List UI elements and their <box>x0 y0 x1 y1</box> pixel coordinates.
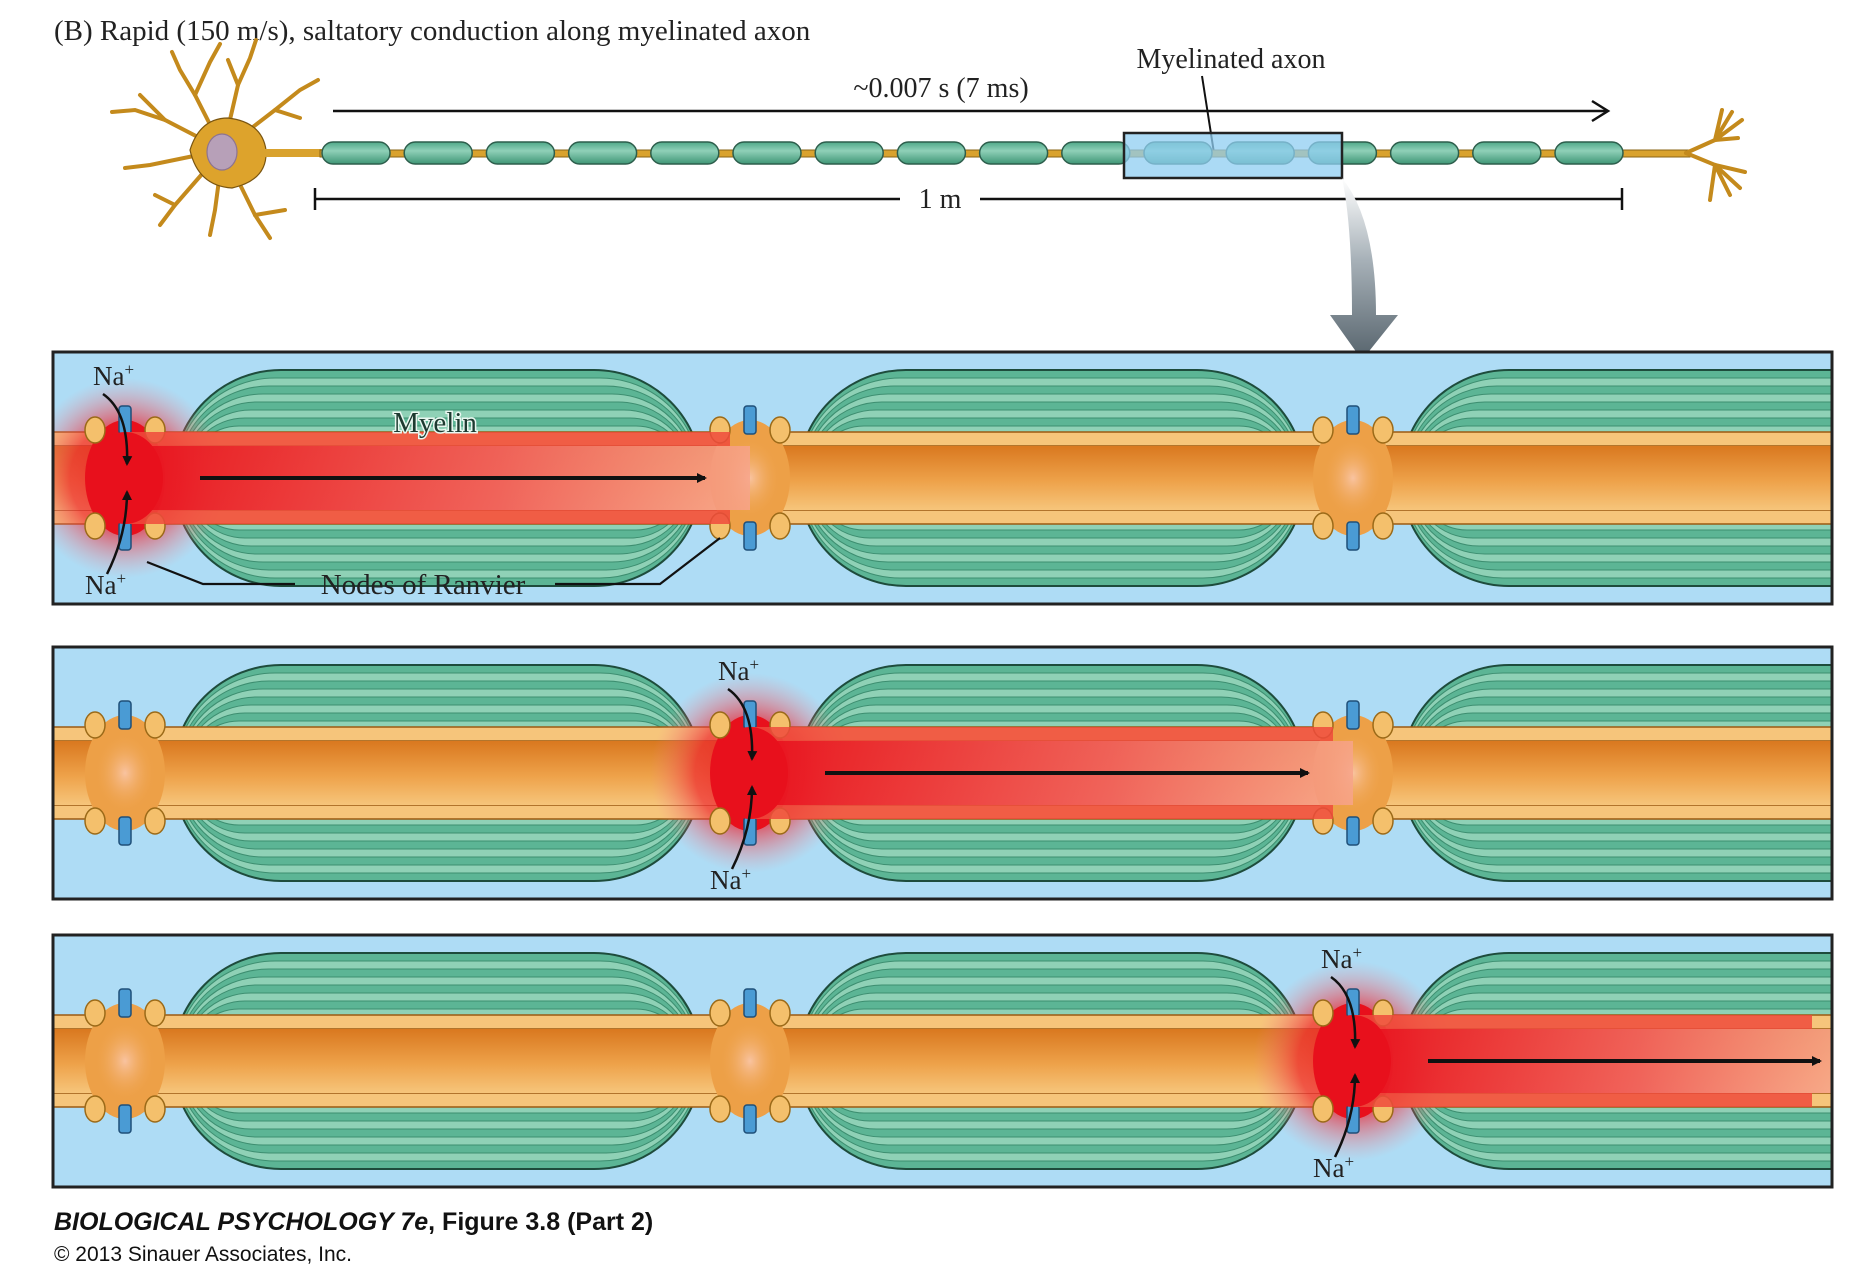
distance-scale-bar <box>313 188 1624 210</box>
na-influx-arrow-bottom <box>1333 1073 1360 1158</box>
distance-label: 1 m <box>919 184 962 215</box>
na-influx-arrow-top <box>1330 975 1361 1049</box>
node-of-ranvier <box>84 988 166 1134</box>
myelin-segment <box>732 141 802 165</box>
membrane-protein <box>1372 512 1394 540</box>
sodium-channel <box>118 816 132 846</box>
myelin-segment <box>1389 141 1460 165</box>
sodium-channel <box>743 405 757 435</box>
membrane-protein <box>1372 416 1394 444</box>
myelin-segment <box>485 141 556 165</box>
na-influx-arrow-top <box>727 687 758 761</box>
membrane-protein <box>144 1095 166 1123</box>
figure-heading: (B) Rapid (150 m/s), saltatory conductio… <box>54 15 811 47</box>
membrane-protein <box>144 807 166 835</box>
zoom-in-arrow <box>1330 178 1398 360</box>
sodium-channel <box>743 988 757 1018</box>
nucleus <box>206 133 238 171</box>
membrane-protein <box>709 807 731 835</box>
axon-terminal <box>1684 108 1747 202</box>
membrane-protein <box>84 807 106 835</box>
panel-3: Na+Na+ <box>51 933 1834 1189</box>
myelin-segment <box>567 141 638 165</box>
nodes-leader-right <box>555 537 721 586</box>
membrane-protein <box>1312 416 1334 444</box>
myelin-segments-overview <box>321 141 1624 165</box>
myelin-segment <box>978 141 1049 165</box>
myelin-segment <box>1061 141 1131 165</box>
membrane-protein <box>84 1095 106 1123</box>
sodium-channel <box>743 521 757 551</box>
membrane-protein <box>84 512 106 540</box>
sodium-channel <box>118 700 132 730</box>
zoom-region-box <box>1122 131 1344 180</box>
sodium-channel <box>1346 521 1360 551</box>
membrane-protein <box>1372 807 1394 835</box>
sodium-channel <box>118 1104 132 1134</box>
myelin-segment <box>1472 141 1542 165</box>
na-influx-arrow-bottom <box>730 785 757 870</box>
membrane-protein <box>769 512 791 540</box>
footer-book-title: BIOLOGICAL PSYCHOLOGY 7e, Figure 3.8 (Pa… <box>54 1208 653 1237</box>
membrane-protein <box>84 711 106 739</box>
myelin-segment <box>814 141 884 165</box>
sodium-channel <box>743 1104 757 1134</box>
panel-border <box>51 645 1834 901</box>
conduction-time-arrow <box>333 99 1611 123</box>
myelin-segment <box>321 141 391 165</box>
nodes-leader-left <box>146 560 295 586</box>
membrane-protein <box>1372 711 1394 739</box>
myelinated-axon-label: Myelinated axon <box>1137 44 1326 75</box>
panel-2: Na+Na+ <box>51 645 1834 901</box>
myelin-label: Myelin <box>393 407 477 439</box>
nodes-of-ranvier-label: Nodes of Ranvier <box>321 569 526 601</box>
node-of-ranvier <box>84 700 166 846</box>
myelin-segment <box>1554 141 1624 165</box>
sodium-channel <box>1346 405 1360 435</box>
neuron-cell-body <box>110 38 326 240</box>
membrane-protein <box>769 416 791 444</box>
node-of-ranvier <box>1312 405 1394 551</box>
membrane-protein <box>144 711 166 739</box>
na-influx-arrow-top <box>102 392 133 466</box>
membrane-protein <box>144 999 166 1027</box>
membrane-protein <box>84 999 106 1027</box>
sodium-channel <box>1346 816 1360 846</box>
conduction-time-label: ~0.007 s (7 ms) <box>853 73 1028 104</box>
membrane-protein <box>709 999 731 1027</box>
myelin-segment <box>403 141 473 165</box>
sodium-channel <box>1346 700 1360 730</box>
membrane-protein <box>1312 512 1334 540</box>
membrane-protein <box>1312 999 1334 1027</box>
membrane-protein <box>769 1095 791 1123</box>
node-of-ranvier <box>709 988 791 1134</box>
membrane-protein <box>709 711 731 739</box>
sodium-channel <box>118 988 132 1018</box>
membrane-protein <box>84 416 106 444</box>
na-ion-label-bottom: Na+ <box>710 864 751 895</box>
membrane-protein <box>1312 1095 1334 1123</box>
myelin-segment <box>896 141 967 165</box>
panel-border <box>51 933 1834 1189</box>
figure-reference: , Figure 3.8 (Part 2) <box>428 1208 654 1236</box>
book-title: BIOLOGICAL PSYCHOLOGY 7e <box>54 1208 429 1236</box>
myelin-segment <box>650 141 720 165</box>
membrane-protein <box>709 1095 731 1123</box>
na-influx-arrow-bottom <box>105 490 132 575</box>
copyright-notice: © 2013 Sinauer Associates, Inc. <box>54 1243 352 1266</box>
membrane-protein <box>769 999 791 1027</box>
panel-border <box>51 350 1834 606</box>
